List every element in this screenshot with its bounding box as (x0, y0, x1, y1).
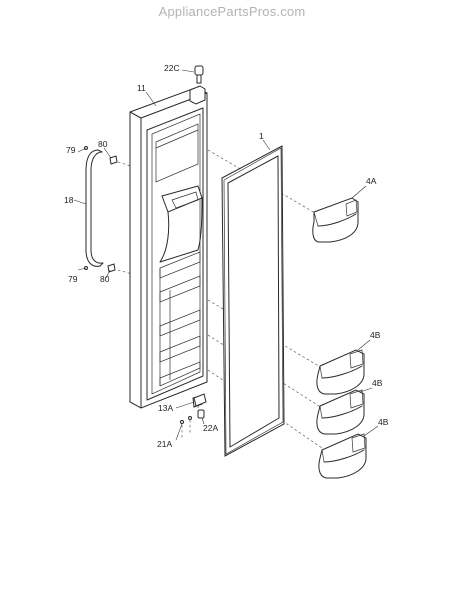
bin-4b-3 (318, 433, 367, 479)
label-13a: 13A (158, 403, 173, 413)
hinge-pin-top (194, 65, 204, 84)
label-1: 1 (259, 131, 264, 141)
label-79-top: 79 (66, 145, 76, 155)
label-4b-2: 4B (372, 378, 383, 388)
watermark: AppliancePartsPros.com (158, 4, 306, 19)
label-80-bottom: 80 (100, 274, 110, 284)
label-22a: 22A (203, 423, 218, 433)
label-4b-3: 4B (378, 417, 389, 427)
label-79-bottom: 79 (68, 274, 78, 284)
bin-4a (312, 197, 359, 243)
door-gasket (221, 145, 285, 457)
leader-lines (73, 69, 379, 441)
door-assembly (129, 85, 208, 409)
handle-screws (84, 146, 118, 273)
label-4b-1: 4B (370, 330, 381, 340)
bottom-hinge-parts (180, 393, 207, 424)
label-4a: 4A (366, 176, 377, 186)
label-22c: 22C (164, 63, 180, 73)
label-21a: 21A (157, 439, 172, 449)
bin-4b-2 (316, 389, 365, 435)
bin-4b-1 (316, 349, 365, 395)
part-labels: 22C 11 1 80 79 18 79 80 4A 4B 4B 4B 13A … (64, 63, 389, 449)
label-80-top: 80 (98, 139, 108, 149)
label-11: 11 (137, 83, 146, 93)
door-handle (85, 149, 104, 267)
label-18: 18 (64, 195, 74, 205)
